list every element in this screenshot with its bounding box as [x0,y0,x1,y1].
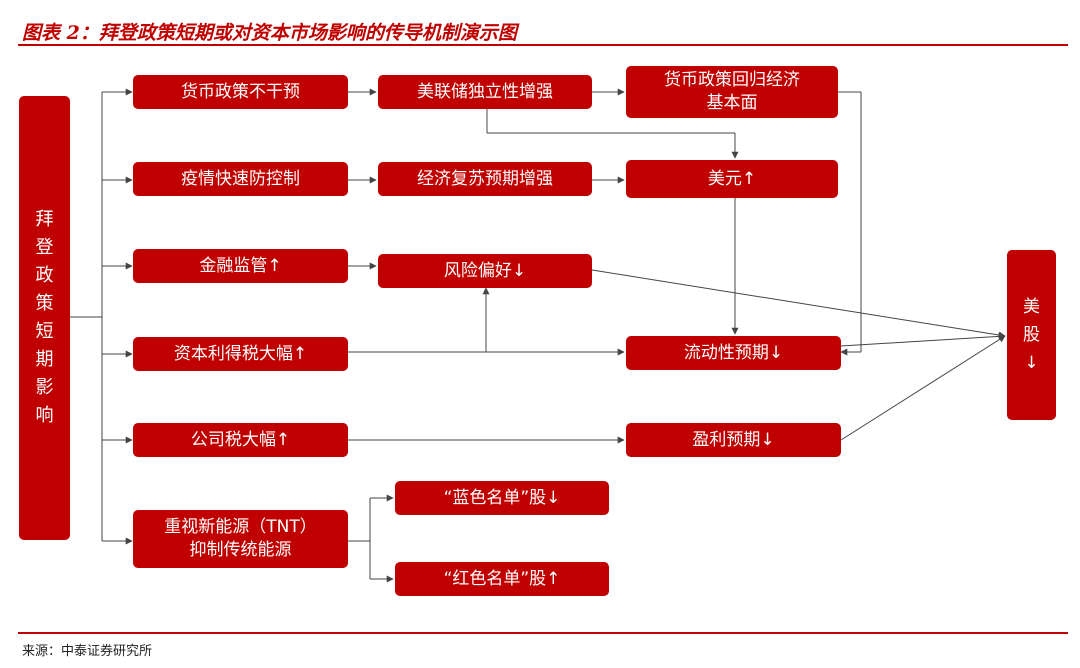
node-new-energy: 重视新能源（TNT） 抑制传统能源 [133,510,348,568]
node-epidemic-control: 疫情快速防控制 [133,162,348,196]
node-new-energy-line2: 抑制传统能源 [189,540,292,560]
node-us-stocks-label: 美股↓ [1023,297,1040,373]
node-corporate-tax: 公司税大幅↑ [133,423,348,457]
node-capital-gains-tax: 资本利得税大幅↑ [133,337,348,371]
node-economic-recovery: 经济复苏预期增强 [378,162,592,196]
node-financial-regulation: 金融监管↑ [133,249,348,283]
node-usd: 美元↑ [626,160,838,198]
node-red-list-stocks: “红色名单”股↑ [395,562,609,596]
node-us-stocks: 美股↓ [1007,250,1056,420]
node-policy-return-line2: 基本面 [706,93,758,113]
root-node: 拜登政策短期影响 [19,96,70,540]
node-policy-return-line1: 货币政策回归经济 [664,70,800,90]
node-risk-preference: 风险偏好↓ [378,254,592,288]
node-fed-independence: 美联储独立性增强 [378,75,592,109]
footer-rule [18,632,1068,634]
root-node-label: 拜登政策短期影响 [35,209,54,426]
node-policy-return: 货币政策回归经济 基本面 [626,66,838,118]
node-blue-list-stocks: “蓝色名单”股↓ [395,481,609,515]
source-note: 来源：中泰证券研究所 [22,644,153,659]
node-earnings: 盈利预期↓ [626,423,841,457]
title-rule [18,44,1068,46]
page-title: 图表 2：拜登政策短期或对资本市场影响的传导机制演示图 [22,22,517,44]
node-monetary-policy: 货币政策不干预 [133,75,348,109]
node-new-energy-line1: 重视新能源（TNT） [164,517,317,537]
node-liquidity: 流动性预期↓ [626,336,841,370]
